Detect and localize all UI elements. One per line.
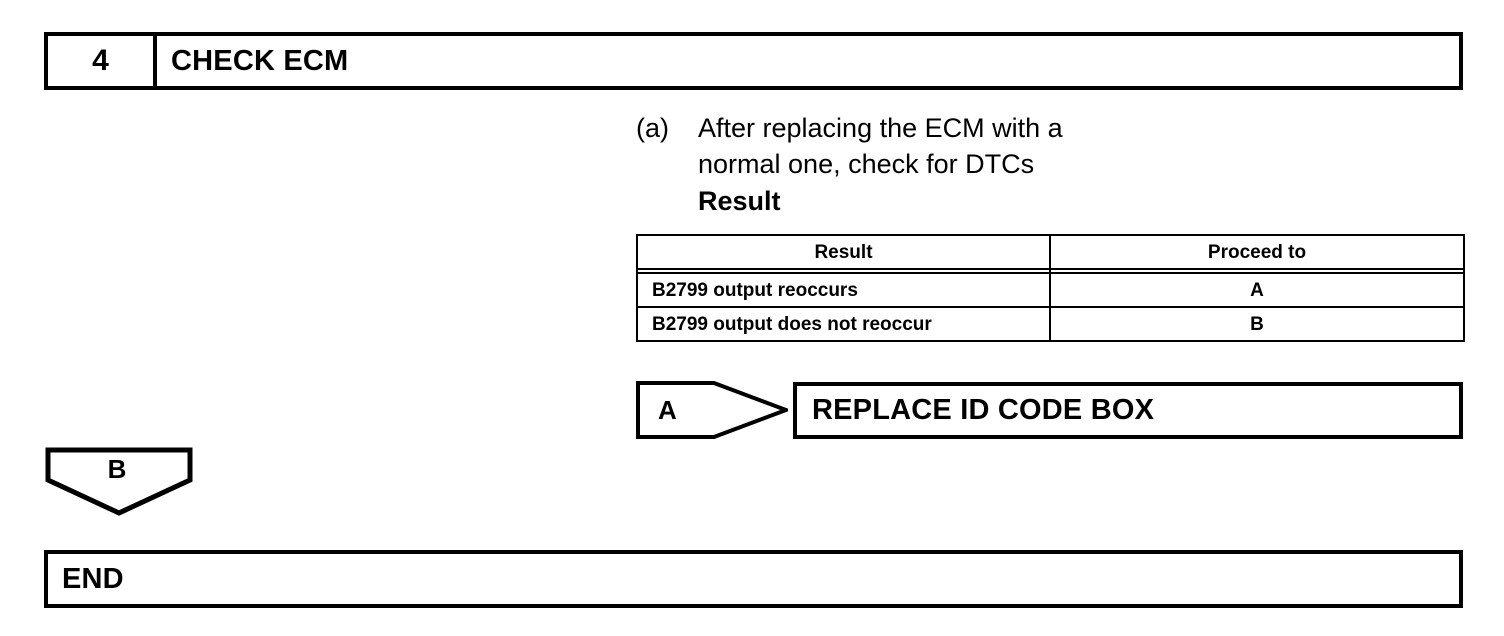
instruction-block: (a) After replacing the ECM with a norma… xyxy=(636,110,1196,219)
column-header-result: Result xyxy=(636,234,1051,270)
row-proceed-value: B xyxy=(1049,306,1465,342)
connector-b-arrow-icon xyxy=(45,447,193,516)
connector-b-label: B xyxy=(107,454,127,484)
connector-a-label: A xyxy=(658,395,677,425)
table-row: B2799 output does not reoccur B xyxy=(636,306,1465,342)
header-rule-right xyxy=(1049,269,1465,274)
instruction-body: After replacing the ECM with a normal on… xyxy=(698,110,1196,219)
end-label: END xyxy=(62,562,124,595)
table-row: B2799 output reoccurs A xyxy=(636,272,1465,308)
step-number: 4 xyxy=(92,44,109,77)
connector-b: B xyxy=(45,447,193,517)
column-header-proceed-to: Proceed to xyxy=(1049,234,1465,270)
result-table-body: B2799 output reoccurs A B2799 output doe… xyxy=(636,272,1465,342)
step-title-cell: CHECK ECM xyxy=(157,36,1459,86)
step-title: CHECK ECM xyxy=(171,44,349,77)
instruction-subheading: Result xyxy=(698,186,781,216)
table-header-row: Result Proceed to xyxy=(636,234,1465,270)
step-number-cell: 4 xyxy=(48,36,157,86)
step-header-bar: 4 CHECK ECM xyxy=(44,32,1463,90)
connector-a-arrow-icon xyxy=(636,381,788,439)
replace-id-code-box-action: REPLACE ID CODE BOX xyxy=(793,382,1463,439)
end-box: END xyxy=(44,550,1463,608)
row-result-value: B2799 output does not reoccur xyxy=(636,306,1051,342)
instruction-marker: (a) xyxy=(636,113,669,143)
connector-a: A xyxy=(636,380,788,440)
result-table: Result Proceed to B2799 output reoccurs … xyxy=(636,234,1465,342)
row-result-value: B2799 output reoccurs xyxy=(636,272,1051,308)
replace-id-code-box-label: REPLACE ID CODE BOX xyxy=(812,394,1155,426)
header-double-rule xyxy=(636,269,1465,274)
header-rule-left xyxy=(636,269,1051,274)
row-proceed-value: A xyxy=(1049,272,1465,308)
result-table-head: Result Proceed to xyxy=(636,234,1465,274)
instruction-text: After replacing the ECM with a normal on… xyxy=(698,113,1063,179)
